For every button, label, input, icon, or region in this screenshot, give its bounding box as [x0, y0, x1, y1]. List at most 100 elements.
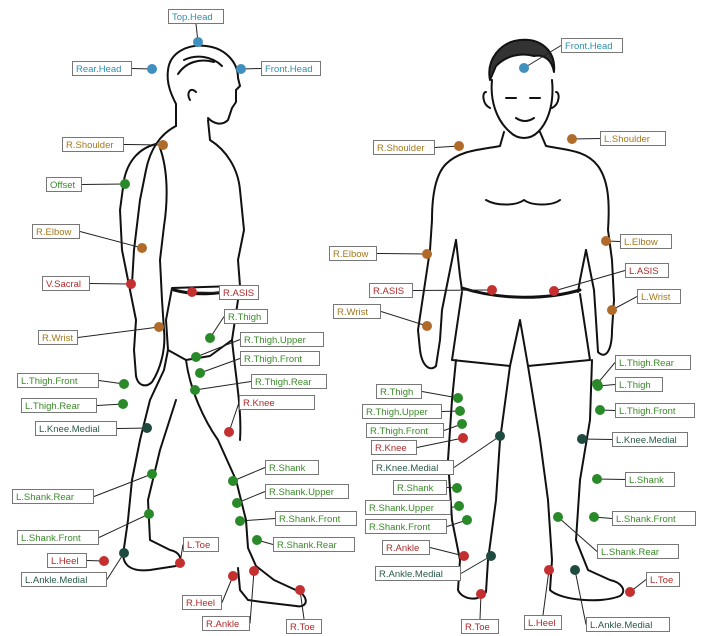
- l-thigh-front-side-label: L.Thigh.Front: [17, 373, 99, 388]
- r-asis-front-label: R.ASIS: [369, 283, 413, 298]
- r-knee-side-label: R.Knee: [239, 395, 315, 410]
- r-asis-front-leader: [413, 290, 492, 291]
- front-head-front-label: Front.Head: [561, 38, 623, 53]
- l-thigh-front-front-label: L.Thigh.Front: [615, 403, 695, 418]
- l-thigh-rear-side-marker-dot: [118, 399, 128, 409]
- l-shank-front-side-label: L.Shank.Front: [17, 530, 99, 545]
- l-heel-front-label: L.Heel: [524, 615, 562, 630]
- r-wrist-side-label: R.Wrist: [38, 330, 78, 345]
- r-thigh-front-marker-dot: [453, 393, 463, 403]
- r-shank-upper-front-label: R.Shank.Upper: [365, 500, 451, 515]
- l-shank-front-front-marker-dot: [589, 512, 599, 522]
- r-ankle-front-marker-dot: [459, 551, 469, 561]
- r-shank-front-front-label: R.Shank.Front: [365, 519, 447, 534]
- r-knee-medial-front-label: R.Knee.Medial: [372, 460, 454, 475]
- l-knee-medial-front-marker-dot: [577, 434, 587, 444]
- l-shank-rear-front-marker-dot: [553, 512, 563, 522]
- l-thigh-rear-front-label: L.Thigh.Rear: [615, 355, 691, 370]
- top-head-label: Top.Head: [168, 9, 224, 24]
- r-asis-front-marker-dot: [487, 285, 497, 295]
- r-thigh-front-front-marker-dot: [457, 419, 467, 429]
- top-head-marker-dot: [193, 37, 203, 47]
- rear-head-marker-dot: [147, 64, 157, 74]
- l-shoulder-front-label: L.Shoulder: [600, 131, 666, 146]
- r-knee-side-marker-dot: [224, 427, 234, 437]
- l-ankle-medial-front-leader: [575, 570, 586, 625]
- r-thigh-upper-front-marker-dot: [455, 406, 465, 416]
- r-knee-front-label: R.Knee: [371, 440, 417, 455]
- r-ankle-side-leader: [250, 571, 254, 624]
- l-ankle-medial-front-label: L.Ankle.Medial: [586, 617, 670, 632]
- r-shank-upper-side-marker-dot: [232, 498, 242, 508]
- l-shank-front-label: L.Shank: [625, 472, 675, 487]
- l-heel-front-leader: [543, 570, 549, 615]
- l-shank-front-front-label: L.Shank.Front: [612, 511, 696, 526]
- r-ankle-side-label: R.Ankle: [202, 616, 250, 631]
- l-shank-rear-side-label: L.Shank.Rear: [12, 489, 94, 504]
- r-thigh-front-front-label: R.Thigh.Front: [366, 423, 444, 438]
- r-shank-front-label: R.Shank: [393, 480, 447, 495]
- l-thigh-rear-side-label: L.Thigh.Rear: [21, 398, 97, 413]
- r-heel-side-marker-dot: [228, 571, 238, 581]
- v-sacral-leader: [90, 284, 131, 285]
- l-thigh-front-side-marker-dot: [119, 379, 129, 389]
- front-head-side-marker-dot: [236, 64, 246, 74]
- r-shank-front-side-marker-dot: [235, 516, 245, 526]
- r-ankle-medial-front-marker-dot: [486, 551, 496, 561]
- r-knee-front-marker-dot: [458, 433, 468, 443]
- l-thigh-front-marker-dot: [593, 381, 603, 391]
- l-shank-front-marker-dot: [592, 474, 602, 484]
- l-asis-front-marker-dot: [549, 286, 559, 296]
- r-elbow-side-label: R.Elbow: [32, 224, 80, 239]
- r-shank-rear-side-label: R.Shank.Rear: [273, 537, 355, 552]
- r-elbow-side-leader: [80, 232, 142, 249]
- l-asis-front-label: L.ASIS: [625, 263, 669, 278]
- l-heel-side-marker-dot: [99, 556, 109, 566]
- l-heel-side-label: L.Heel: [47, 553, 87, 568]
- l-wrist-front-label: L.Wrist: [637, 289, 681, 304]
- l-thigh-front-front-marker-dot: [595, 405, 605, 415]
- r-shoulder-side-marker-dot: [158, 140, 168, 150]
- r-asis-side-marker-dot: [187, 287, 197, 297]
- r-toe-side-marker-dot: [295, 585, 305, 595]
- r-toe-side-label: R.Toe: [286, 619, 322, 634]
- r-thigh-rear-side-marker-dot: [190, 385, 200, 395]
- r-thigh-front-side-marker-dot: [195, 368, 205, 378]
- r-shoulder-front-label: R.Shoulder: [373, 140, 435, 155]
- r-thigh-rear-side-leader: [195, 382, 251, 391]
- r-knee-medial-front-marker-dot: [495, 431, 505, 441]
- l-toe-front-marker-dot: [625, 587, 635, 597]
- l-ankle-medial-side-label: L.Ankle.Medial: [21, 572, 107, 587]
- l-shank-rear-front-label: L.Shank.Rear: [597, 544, 679, 559]
- r-elbow-front-leader: [377, 254, 427, 255]
- r-shank-side-leader: [233, 468, 265, 482]
- r-knee-front-leader: [417, 438, 463, 448]
- l-thigh-front-label: L.Thigh: [615, 377, 663, 392]
- r-thigh-side-label: R.Thigh: [224, 309, 268, 324]
- r-elbow-front-label: R.Elbow: [329, 246, 377, 261]
- r-shoulder-front-marker-dot: [454, 141, 464, 151]
- r-shank-rear-side-marker-dot: [252, 535, 262, 545]
- r-ankle-side-marker-dot: [249, 566, 259, 576]
- l-toe-side-marker-dot: [175, 558, 185, 568]
- l-heel-front-marker-dot: [544, 565, 554, 575]
- front-head-side-label: Front.Head: [261, 61, 321, 76]
- r-elbow-front-marker-dot: [422, 249, 432, 259]
- r-shank-front-front-marker-dot: [462, 515, 472, 525]
- r-wrist-side-marker-dot: [154, 322, 164, 332]
- offset-leader: [82, 184, 125, 185]
- l-knee-medial-side-marker-dot: [142, 423, 152, 433]
- r-shank-upper-front-marker-dot: [454, 501, 464, 511]
- front-head-front-marker-dot: [519, 63, 529, 73]
- l-shank-rear-side-leader: [94, 474, 152, 497]
- r-toe-front-label: R.Toe: [461, 619, 499, 634]
- l-toe-front-label: L.Toe: [646, 572, 680, 587]
- r-ankle-medial-front-label: R.Ankle.Medial: [375, 566, 461, 581]
- l-elbow-front-marker-dot: [601, 236, 611, 246]
- l-shoulder-front-marker-dot: [567, 134, 577, 144]
- r-wrist-side-leader: [78, 327, 159, 338]
- r-wrist-front-marker-dot: [422, 321, 432, 331]
- l-ankle-medial-side-marker-dot: [119, 548, 129, 558]
- l-knee-medial-front-label: L.Knee.Medial: [612, 432, 688, 447]
